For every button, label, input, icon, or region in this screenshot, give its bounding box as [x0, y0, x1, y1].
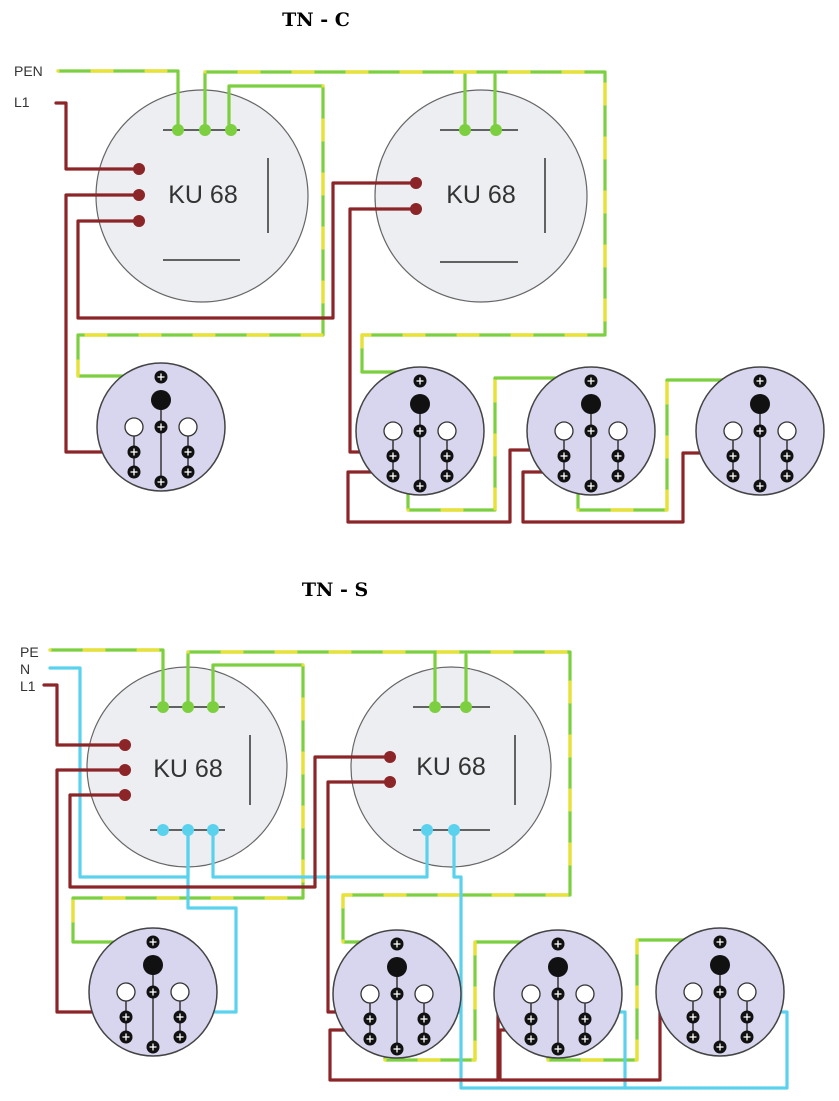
socket-3 — [494, 930, 622, 1058]
junction-box-label: KU 68 — [446, 181, 515, 209]
wire-label-n: N — [20, 661, 30, 677]
section-tn-s: TN - S PE N L1 KU 68 KU 68 — [20, 579, 789, 1090]
section-title: TN - C — [282, 9, 350, 31]
junction-box-label: KU 68 — [168, 181, 237, 209]
wire-label-l1: L1 — [20, 678, 36, 694]
socket-4 — [656, 928, 784, 1056]
wire-label-pe: PE — [20, 644, 39, 660]
l1-wires — [54, 101, 737, 524]
section-title: TN - S — [302, 579, 368, 601]
socket-3 — [527, 367, 655, 495]
junction-box-1: KU 68 — [86, 666, 288, 868]
socket-2 — [356, 367, 484, 495]
terminal-dots — [133, 124, 502, 227]
wire-label-pen: PEN — [14, 63, 43, 79]
socket-2 — [333, 930, 461, 1058]
junction-box-2: KU 68 — [374, 89, 588, 303]
junction-box-label: KU 68 — [416, 753, 485, 781]
section-tn-c: TN - C PEN L1 KU 68 KU 68 — [14, 9, 824, 524]
junction-box-label: KU 68 — [153, 755, 222, 783]
socket-1 — [97, 363, 225, 491]
socket-1 — [89, 928, 217, 1056]
junction-box-1: KU 68 — [95, 89, 309, 303]
wire-label-l1: L1 — [14, 94, 30, 110]
socket-4 — [696, 367, 824, 495]
junction-box-2: KU 68 — [350, 666, 552, 868]
terminal-dots — [119, 701, 472, 836]
